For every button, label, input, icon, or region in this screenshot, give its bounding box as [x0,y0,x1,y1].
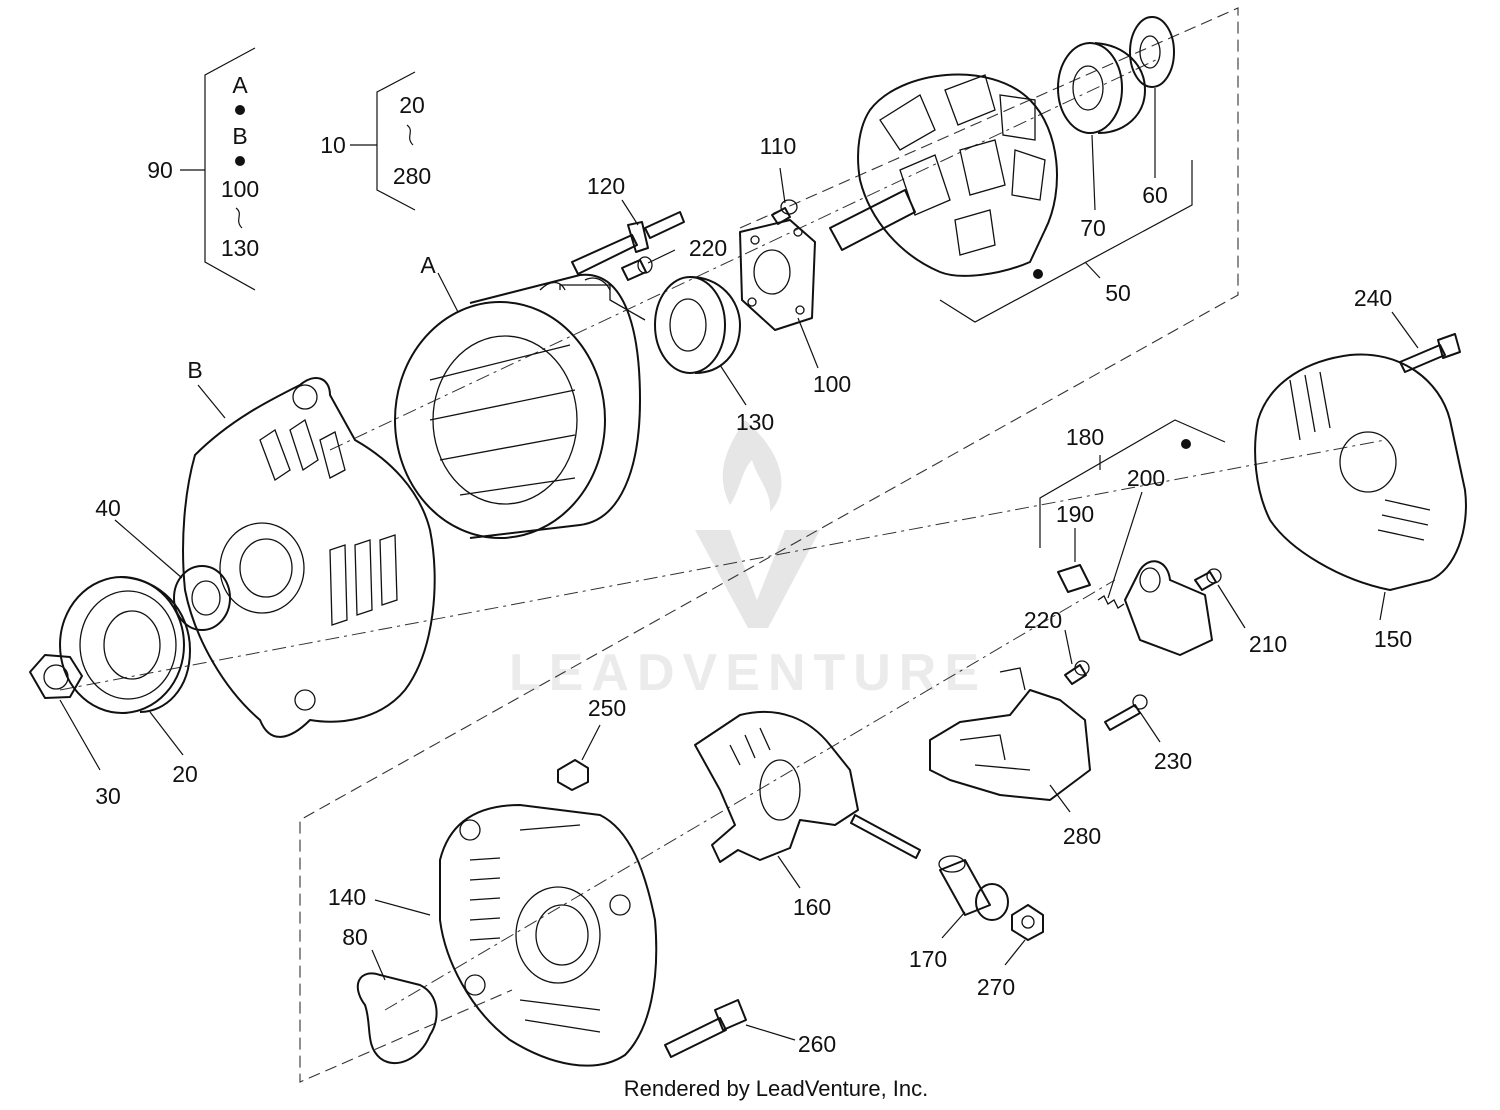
label-10-20: 20 [399,92,425,118]
part-100-retainer-plate [739,219,816,331]
footer-credit: Rendered by LeadVenture, Inc. [624,1076,929,1101]
callout-b: B [187,357,202,383]
callout-120: 120 [587,173,625,199]
callout-210: 210 [1249,631,1287,657]
part-210-screw [1194,568,1222,591]
callout-190: 190 [1056,501,1094,527]
callout-220: 220 [689,235,727,261]
bracket-180 [1039,419,1226,548]
key-group-90: 90 A B 100 130 [147,47,259,291]
bullet-dot [1033,269,1043,279]
callout-80: 80 [342,924,368,950]
label-90-130: 130 [221,235,259,261]
callout-170: 170 [909,946,947,972]
callout-100: 100 [813,371,851,397]
range-tilde [406,124,414,146]
callout-30: 30 [95,783,121,809]
callout-160: 160 [793,894,831,920]
leader-lines [59,88,1419,1041]
label-90-100: 100 [221,176,259,202]
part-260-bolt [664,999,747,1058]
part-220-screw [1064,660,1090,685]
part-40-spacer [173,565,231,631]
part-240-bolt [1399,333,1461,373]
rectifier-stud [850,814,921,859]
key-group-10: 10 20 280 [320,71,431,211]
part-220-screw [621,256,653,281]
part-50-rotor [829,73,1058,277]
callout-labels: 120 110 220 A 100 130 70 60 50 B 40 30 2… [95,133,1412,1057]
watermark-text: LEADVENTURE [509,644,987,702]
part-a-stator [394,273,646,539]
part-30-nut [29,654,83,699]
callout-150: 150 [1374,626,1412,652]
callout-260: 260 [798,1031,836,1057]
label-90: 90 [147,157,173,183]
part-60-cover [1129,16,1175,88]
callout-110: 110 [760,133,797,159]
part-170-insulator [938,855,1009,921]
callout-60: 60 [1142,182,1168,208]
label-10: 10 [320,132,346,158]
part-140-rear-frame [439,804,658,1067]
callout-40: 40 [95,495,121,521]
bracket-50 [939,160,1193,323]
dashed-boundaries [59,7,1386,1083]
callout-280: 280 [1063,823,1101,849]
callout-200: 200 [1127,465,1165,491]
part-250-grommet [557,759,589,791]
callout-130: 130 [736,409,774,435]
part-280-regulator [929,667,1091,801]
callout-70: 70 [1080,215,1106,241]
label-10-280: 280 [393,163,431,189]
label-90-b: B [232,123,247,149]
callout-a: A [420,252,436,278]
callout-50: 50 [1105,280,1131,306]
part-200-spring [1097,595,1125,609]
callout-240: 240 [1354,285,1392,311]
part-190-brush [1057,564,1091,593]
part-70-bearing [1057,42,1146,134]
part-80-seal-ring [356,972,438,1064]
part-270-nut [1011,904,1044,941]
callout-20: 20 [172,761,198,787]
bullet-dot [1181,439,1191,449]
callout-270: 270 [977,974,1015,1000]
callout-250: 250 [588,695,626,721]
part-130-bearing [654,276,741,374]
callout-180: 180 [1066,424,1104,450]
part-b-drive-end-frame [182,376,436,738]
part-180-brush-holder [1124,560,1213,656]
callout-220: 220 [1024,607,1062,633]
bullet-dot [235,156,245,166]
part-20-pulley [59,576,191,714]
watermark-logo [695,420,820,628]
part-150-rear-cover [1254,353,1467,591]
callout-230: 230 [1154,748,1192,774]
bullet-dot [235,105,245,115]
label-90-a: A [232,72,248,98]
callout-140: 140 [328,884,366,910]
part-160-rectifier [694,710,859,863]
part-110-screw [771,199,798,225]
range-tilde [235,207,243,229]
